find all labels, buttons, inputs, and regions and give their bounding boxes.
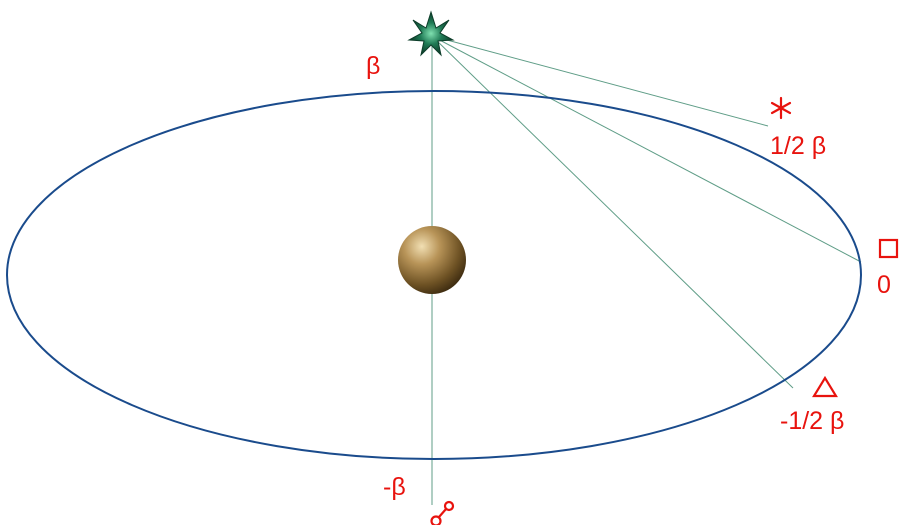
green-star-icon	[407, 10, 455, 57]
label-half-beta: 1/2 β	[770, 132, 826, 160]
label-minus-beta: -β	[383, 473, 406, 501]
orbit-ellipse	[6, 90, 862, 460]
square-symbol-icon	[878, 238, 899, 259]
sight-line-zero	[431, 35, 862, 263]
asterisk-symbol-icon	[770, 96, 792, 120]
label-beta: β	[366, 52, 380, 80]
sight-line-half-beta	[431, 35, 769, 127]
label-minus-half-beta: -1/2 β	[780, 407, 844, 435]
label-zero: 0	[877, 271, 891, 299]
conjunction-symbol-icon	[430, 500, 455, 525]
triangle-symbol-icon	[812, 375, 838, 398]
sight-line-minus-half-beta	[431, 35, 794, 389]
brown-planet-sphere	[398, 226, 466, 294]
